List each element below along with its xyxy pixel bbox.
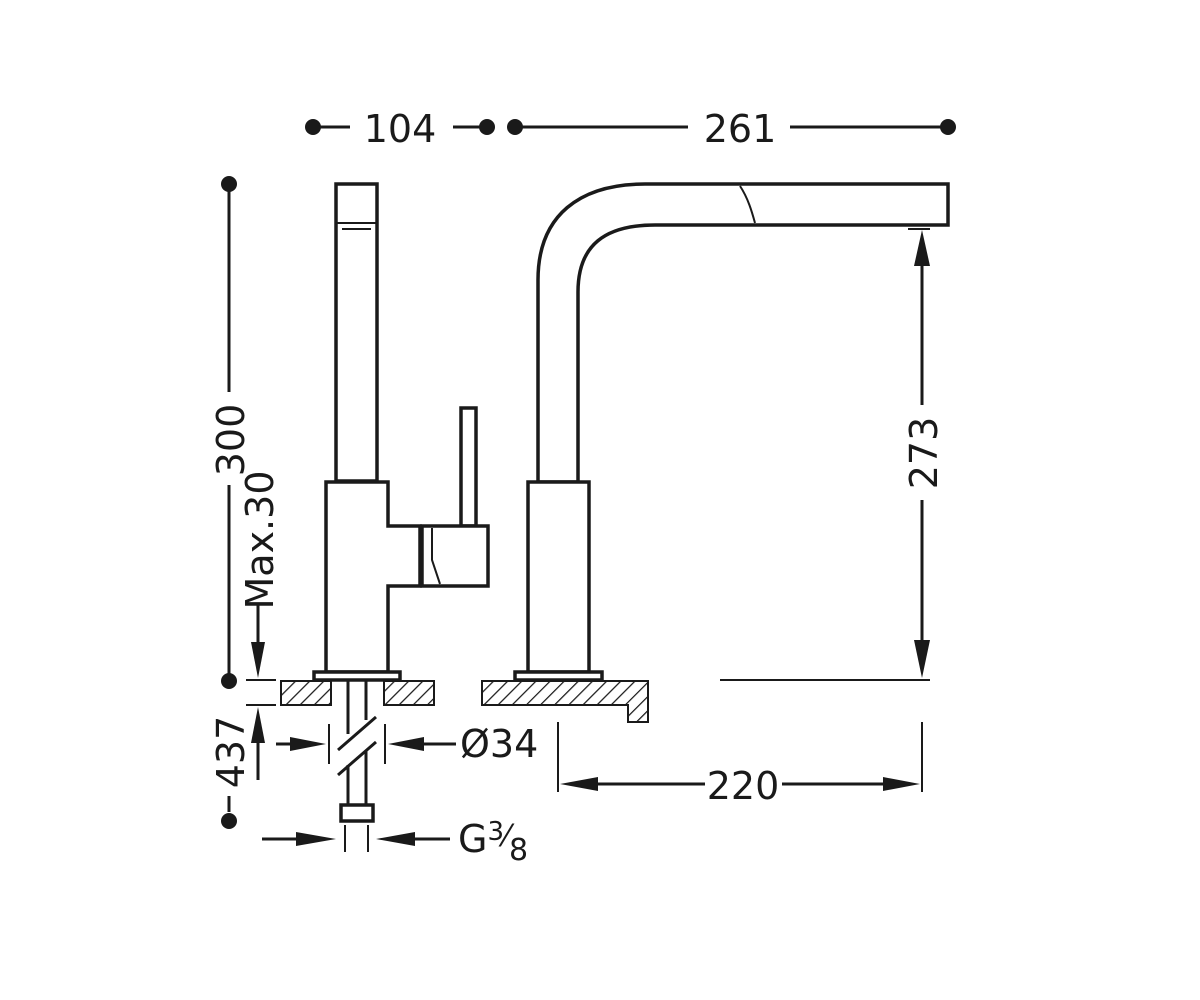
spout-column	[334, 182, 379, 483]
dimension-dot	[479, 119, 495, 135]
dimension-273: 273	[720, 230, 946, 681]
dimension-273-label: 273	[902, 417, 946, 490]
lever-handle	[459, 406, 478, 528]
dimension-diameter: Ø34	[276, 722, 538, 766]
dimension-300: 300	[209, 176, 253, 689]
faucet-body-front	[526, 480, 591, 674]
dimension-437: 437	[209, 716, 253, 829]
dimension-thread: G3⁄8	[262, 817, 528, 868]
faucet-body-side	[324, 480, 422, 674]
dimension-dot	[221, 673, 237, 689]
dimension-max30-label: Max.30	[238, 471, 282, 610]
dimension-max30: Max.30	[238, 471, 282, 780]
base-flange-right	[513, 670, 604, 682]
spout-arc	[536, 182, 950, 484]
dimension-104: 104	[305, 107, 495, 151]
counter-right	[481, 680, 649, 723]
lever-base	[420, 524, 490, 588]
dimension-thread-label: G3⁄8	[458, 817, 528, 868]
dimension-220: 220	[557, 722, 923, 808]
hose-connector	[339, 803, 375, 823]
dimension-261-label: 261	[704, 107, 777, 151]
supply-hose	[337, 681, 377, 823]
dimension-dot	[940, 119, 956, 135]
dimension-261: 261	[507, 107, 956, 151]
dimension-220-label: 220	[707, 764, 780, 808]
dimension-diameter-label: Ø34	[460, 722, 538, 766]
base-flange-left	[312, 670, 402, 682]
dimension-dot	[221, 813, 237, 829]
dimension-437-label: 437	[209, 716, 253, 789]
counter-left	[280, 680, 435, 706]
dimension-104-label: 104	[364, 107, 437, 151]
faucet-front-view	[513, 182, 950, 682]
dimension-300-label: 300	[209, 404, 253, 477]
faucet-side-view	[312, 182, 490, 682]
